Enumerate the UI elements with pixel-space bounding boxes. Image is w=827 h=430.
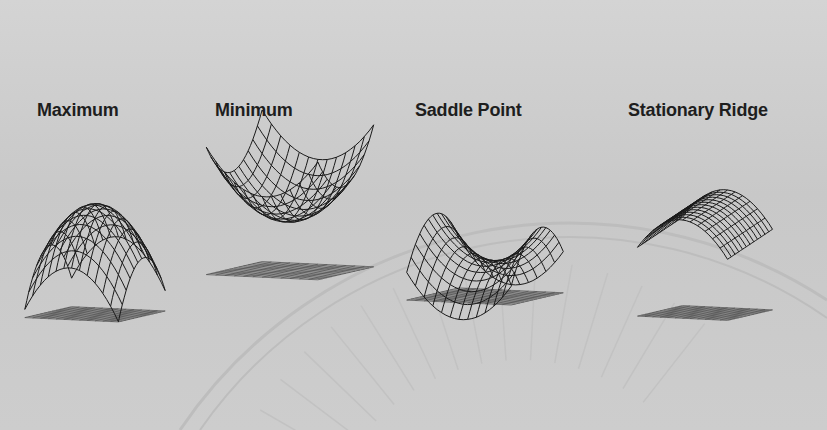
watermark-rays [260, 260, 705, 430]
wireframe-surfaces [25, 110, 773, 322]
surface-label: Maximum [37, 100, 119, 121]
surface-label: Stationary Ridge [628, 100, 768, 121]
surface-label: Saddle Point [415, 100, 522, 121]
surface-label: Minimum [215, 100, 293, 121]
